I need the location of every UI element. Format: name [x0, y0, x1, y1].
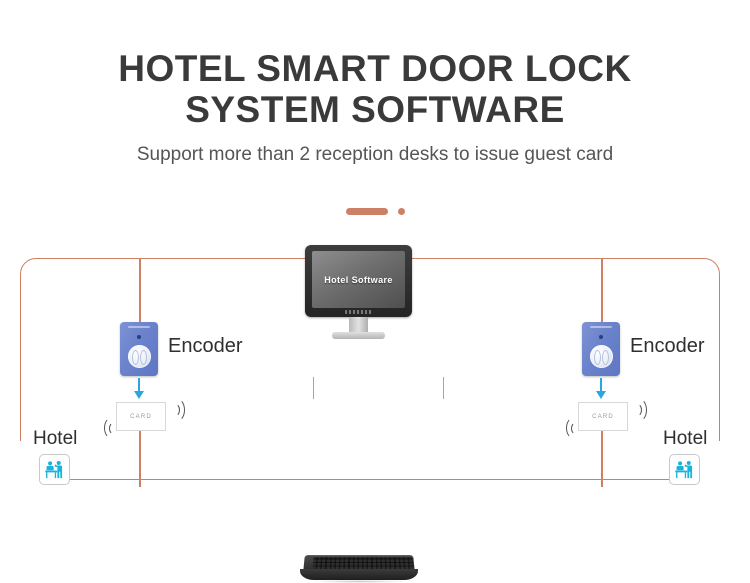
- card-right-label: CARD: [592, 413, 614, 420]
- wireless-signal-right-icon: [168, 394, 190, 424]
- desktop-computer[interactable]: Hotel Software: [305, 245, 412, 350]
- reception-desk-glyph: [45, 460, 63, 479]
- page-title: HOTEL SMART DOOR LOCK SYSTEM SOFTWARE: [0, 0, 750, 130]
- encoder-left-signal-arrow-icon: [134, 378, 144, 400]
- reception-desk-icon[interactable]: [39, 454, 70, 485]
- carousel-dot-inactive[interactable]: [397, 208, 405, 215]
- frame-mask-left-bottom: [18, 441, 40, 483]
- page-title-line-2: SYSTEM SOFTWARE: [185, 89, 565, 130]
- reception-right-group: Hotel: [663, 428, 733, 490]
- signal-marker-right: [443, 377, 445, 399]
- frame-mask-right-bottom: [700, 441, 724, 483]
- monitor-screen-text: Hotel Software: [324, 274, 393, 285]
- monitor-screen[interactable]: Hotel Software: [312, 251, 405, 308]
- drop-line-left-encoder: [139, 258, 141, 322]
- encoder-top-slot-icon: [128, 326, 150, 328]
- reception-left-group: Hotel: [33, 428, 103, 490]
- monitor-stand-base: [332, 332, 385, 339]
- reception-desk-glyph: [675, 460, 693, 479]
- encoder-led-icon: [599, 335, 603, 339]
- page-subtitle: Support more than 2 reception desks to i…: [136, 144, 614, 165]
- encoder-right-group: Encoder CARD: [566, 322, 732, 452]
- reception-right-label: Hotel: [663, 428, 708, 449]
- header: HOTEL SMART DOOR LOCK SYSTEM SOFTWARE Su…: [0, 0, 750, 166]
- encoder-left-label: Encoder: [168, 335, 243, 357]
- encoder-left-group: Encoder CARD: [104, 322, 270, 452]
- drop-line-left-to-building: [139, 407, 141, 487]
- encoder-top-slot-icon: [590, 326, 612, 328]
- wireless-signal-right-icon: [630, 394, 652, 424]
- encoder-led-icon: [137, 335, 141, 339]
- card-right[interactable]: CARD: [578, 402, 628, 431]
- drop-line-right-encoder: [601, 258, 603, 322]
- reception-desk-icon[interactable]: [669, 454, 700, 485]
- card-left-label: CARD: [130, 413, 152, 420]
- encoder-device-left[interactable]: [120, 322, 158, 376]
- drop-line-right-to-building: [601, 407, 603, 487]
- diagram-stage: Hotel Software Encoder: [0, 236, 750, 583]
- monitor-vents-icon: [345, 310, 372, 314]
- carousel-pagination[interactable]: [0, 208, 750, 215]
- hotel-cross-section: [0, 236, 750, 575]
- encoder-reader-icon: [590, 345, 613, 368]
- carousel-dot-active[interactable]: [345, 208, 388, 215]
- encoder-device-right[interactable]: [582, 322, 620, 376]
- reception-left-label: Hotel: [33, 428, 78, 449]
- encoder-right-signal-arrow-icon: [596, 378, 606, 400]
- signal-marker-left: [313, 377, 315, 399]
- page-title-line-1: HOTEL SMART DOOR LOCK: [118, 48, 632, 89]
- encoder-reader-icon: [128, 345, 151, 368]
- card-left[interactable]: CARD: [116, 402, 166, 431]
- monitor-stand-neck: [349, 317, 368, 334]
- encoder-right-label: Encoder: [630, 335, 705, 357]
